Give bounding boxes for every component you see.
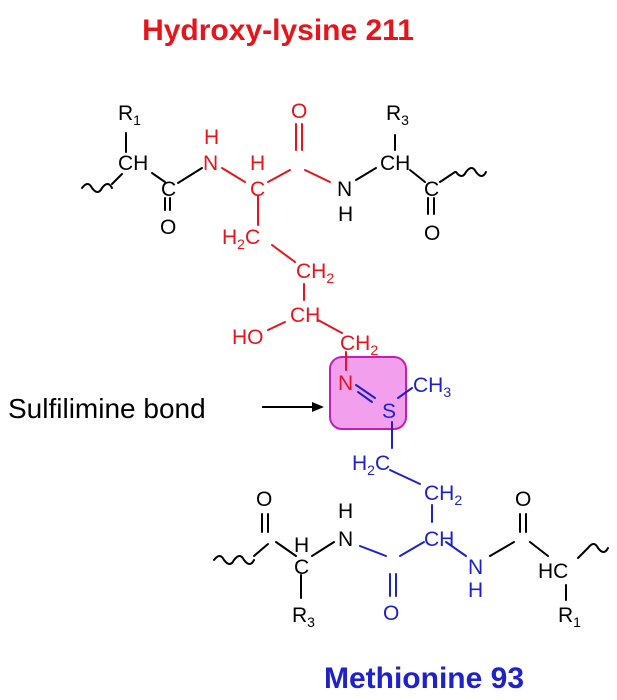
atom-o-top-right: O bbox=[424, 222, 440, 245]
atom-n-bot-left: N bbox=[338, 528, 353, 551]
atom-n-red: N bbox=[203, 152, 218, 175]
atom-ch-blue: CH bbox=[424, 528, 454, 551]
atom-ho: HO bbox=[232, 326, 264, 349]
atom-ch-top-right: CH bbox=[380, 152, 410, 175]
atom-o-blue: O bbox=[383, 602, 399, 625]
atom-s-sulfilimine: S bbox=[382, 400, 396, 423]
atom-h-bot-left: H bbox=[338, 500, 353, 523]
atom-h-bot-c: H bbox=[294, 534, 309, 557]
atom-ch2-red: CH2 bbox=[296, 260, 334, 286]
atom-ch3: CH3 bbox=[413, 374, 451, 400]
atom-o-top-left: O bbox=[160, 216, 176, 239]
atom-ch-top-left: CH bbox=[118, 152, 148, 175]
atom-r3-top: R3 bbox=[386, 102, 409, 128]
atom-h2c-blue: H2C bbox=[352, 452, 390, 478]
atom-n-sulfilimine: N bbox=[338, 372, 353, 395]
sulfilimine-bond-label: Sulfilimine bond bbox=[8, 393, 206, 424]
atom-ch-oh: CH bbox=[290, 304, 320, 327]
atom-o-bot-right: O bbox=[515, 488, 531, 511]
hydroxylysine-bonds bbox=[221, 123, 347, 371]
atom-o-bot-left: O bbox=[256, 488, 272, 511]
top-backbone-bonds bbox=[81, 132, 487, 215]
atom-hc-bot-right: HC bbox=[538, 560, 568, 583]
atom-o-red: O bbox=[291, 100, 307, 123]
atom-c-red-alpha: C bbox=[250, 178, 265, 201]
atom-r3-bot: R3 bbox=[292, 604, 315, 630]
atom-h2c-red: H2C bbox=[222, 226, 260, 252]
atom-r1-top: R1 bbox=[118, 102, 141, 128]
atom-h-red-c: H bbox=[250, 152, 265, 175]
bottom-backbone-bonds bbox=[213, 513, 609, 601]
atom-ch2-blue: CH2 bbox=[424, 482, 462, 508]
atom-n-blue: N bbox=[468, 556, 483, 579]
title-hydroxy-lysine: Hydroxy-lysine 211 bbox=[142, 14, 414, 47]
atom-ch2-red2: CH2 bbox=[340, 332, 378, 358]
atom-h-blue: H bbox=[468, 579, 483, 602]
atom-n-top-right: N bbox=[337, 178, 352, 201]
atom-h-top-right: H bbox=[338, 203, 353, 226]
atom-r1-bot: R1 bbox=[558, 604, 581, 630]
atom-c-top-left: C bbox=[161, 178, 176, 201]
atom-c-bot-left: C bbox=[294, 556, 309, 579]
methionine-bonds bbox=[355, 384, 467, 597]
title-methionine: Methionine 93 bbox=[324, 662, 524, 695]
atom-c-top-right: C bbox=[424, 178, 439, 201]
atom-h-red-n: H bbox=[204, 126, 219, 149]
